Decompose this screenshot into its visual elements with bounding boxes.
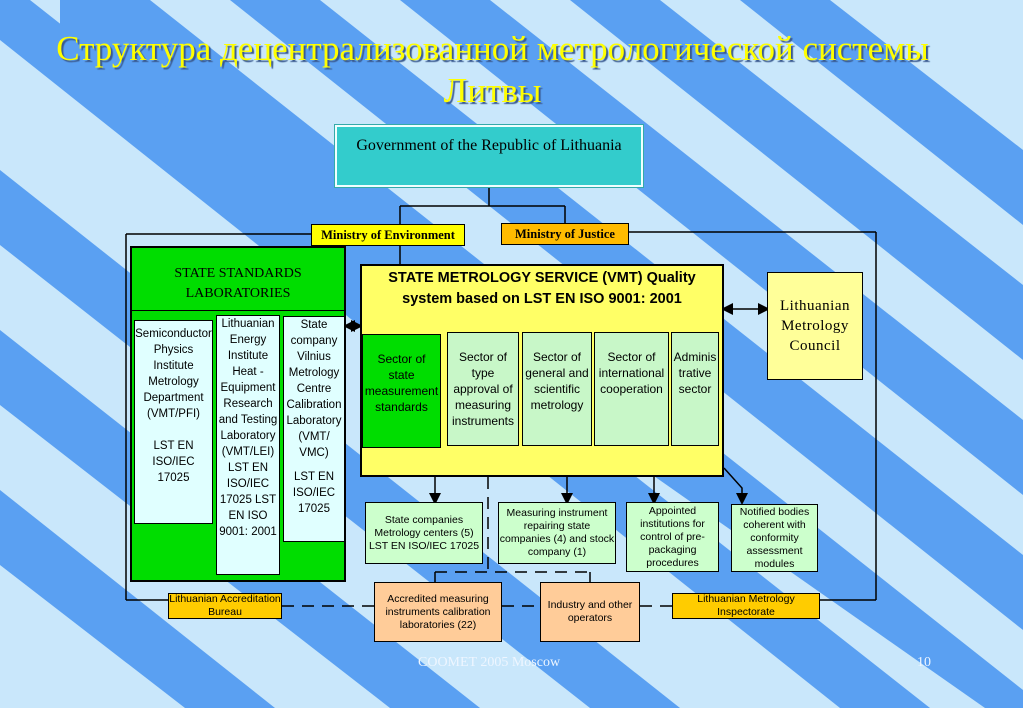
lab-pfi-name: Semiconductor Physics Institute Metrolog… bbox=[135, 328, 212, 420]
lab-pfi: Semiconductor Physics Institute Metrolog… bbox=[134, 320, 213, 524]
sector-measurement-standards: Sector of state measurement standards bbox=[362, 334, 441, 448]
prepackaging-institutions-box: Appointed institutions for control of pr… bbox=[626, 502, 719, 572]
lab-lei-name: Lithuanian Energy Institute Heat - Equip… bbox=[218, 318, 278, 458]
lab-lei-standard: LST EN ISO/IEC 17025 LST EN ISO 9001: 20… bbox=[219, 462, 277, 538]
ministry-environment-box: Ministry of Environment bbox=[311, 224, 465, 246]
lab-vmc: State company Vilnius Metrology Centre C… bbox=[283, 316, 345, 542]
sector-international-cooperation: Sector of international cooperation bbox=[594, 332, 669, 446]
accredited-labs-box: Accredited measuring instruments calibra… bbox=[374, 582, 502, 642]
vmt-title: STATE METROLOGY SERVICE (VMT) Quality sy… bbox=[388, 270, 696, 307]
ssl-title: STATE STANDARDS LABORATORIES bbox=[174, 266, 302, 301]
page-number: 10 bbox=[917, 655, 931, 670]
lab-vmc-name: State company Vilnius Metrology Centre C… bbox=[286, 319, 342, 459]
footer-text: COOMET 2005 Moscow bbox=[418, 655, 561, 670]
lab-lei: Lithuanian Energy Institute Heat - Equip… bbox=[216, 315, 280, 575]
notified-bodies-box: Notified bodies coherent with conformity… bbox=[731, 504, 818, 572]
sector-administrative: Adminis trative sector bbox=[671, 332, 719, 446]
accreditation-bureau-box: Lithuanian Accreditation Bureau bbox=[168, 593, 282, 619]
ministry-justice-box: Ministry of Justice bbox=[501, 223, 629, 245]
lab-vmc-standard: LST EN ISO/IEC 17025 bbox=[292, 471, 336, 515]
industry-box: Industry and other operators bbox=[540, 582, 640, 642]
government-box: Government of the Republic of Lithuania bbox=[334, 124, 644, 188]
repair-companies-box: Measuring instrument repairing state com… bbox=[498, 502, 616, 564]
state-metrology-centers-box: State companies Metrology centers (5) LS… bbox=[365, 502, 483, 564]
sector-general-metrology: Sector of general and scientific metrolo… bbox=[522, 332, 592, 446]
ssl-divider bbox=[132, 310, 344, 311]
inspectorate-box: Lithuanian Metrology Inspectorate bbox=[672, 593, 820, 619]
page-title: Структура децентрализованной метрологиче… bbox=[56, 29, 929, 110]
lab-pfi-standard: LST EN ISO/IEC 17025 bbox=[152, 440, 195, 484]
metrology-council-box: Lithuanian Metrology Council bbox=[767, 272, 863, 380]
sector-type-approval: Sector of type approval of measuring ins… bbox=[447, 332, 519, 446]
